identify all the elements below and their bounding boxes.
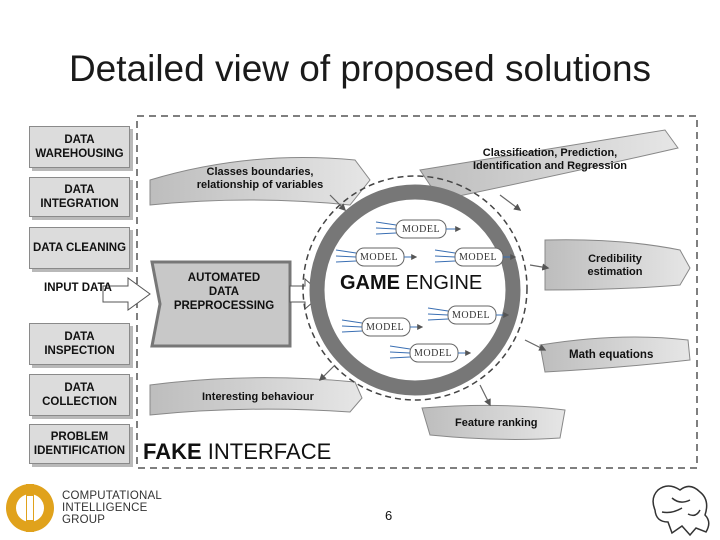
preprocessing-label: AUTOMATED DATA PREPROCESSING [173, 272, 275, 312]
step-data-collection: DATA COLLECTION [29, 374, 130, 416]
slide-title: Detailed view of proposed solutions [68, 48, 652, 89]
cig-logo-mark [6, 484, 54, 532]
output-credibility-label: Credibility estimation [587, 253, 643, 278]
model-chip-4: MODEL [452, 310, 491, 321]
output-interesting-label: Interesting behaviour [202, 391, 314, 403]
model-chip-6: MODEL [414, 348, 453, 359]
output-math-label: Math equations [569, 349, 654, 361]
band-math [539, 336, 691, 373]
engine-ring [309, 184, 521, 396]
model-chip-2: MODEL [360, 252, 399, 263]
band-classes [149, 157, 371, 206]
output-feature-label: Feature ranking [455, 417, 538, 429]
model-chip-1: MODEL [402, 224, 441, 235]
cig-logo-text: COMPUTATIONAL INTELLIGENCE GROUP [62, 490, 162, 526]
lion-emblem-icon [652, 485, 710, 537]
step-data-integration: DATA INTEGRATION [29, 177, 130, 217]
logo-line-1: COMPUTATIONAL [62, 490, 162, 502]
output-connectors [318, 194, 550, 407]
band-interesting [149, 377, 363, 416]
input-arrow [102, 277, 151, 311]
output-classification-label: Classification, Prediction, Identificati… [472, 147, 628, 172]
fake-interface-label: FAKE INTERFACE [143, 439, 331, 465]
fake-interface-bold: FAKE [143, 439, 202, 464]
engine-outer-dashed [302, 175, 528, 401]
band-classification [419, 129, 679, 201]
game-engine-label: GAME ENGINE [340, 272, 482, 295]
band-feature [421, 404, 566, 440]
page-number: 6 [385, 508, 393, 523]
model-chip-3: MODEL [459, 252, 498, 263]
step-problem-identification: PROBLEM IDENTIFICATION [29, 424, 130, 464]
step-input-data: INPUT DATA [44, 282, 112, 294]
step-data-warehousing: DATA WAREHOUSING [29, 126, 130, 168]
preprocessing-box [150, 260, 292, 348]
game-engine-rest: ENGINE [400, 272, 483, 294]
model-input-lines [335, 221, 517, 359]
band-credibility [544, 239, 691, 291]
step-data-inspection: DATA INSPECTION [29, 323, 130, 365]
logo-line-3: GROUP [62, 514, 106, 526]
model-chip-5: MODEL [366, 322, 405, 333]
game-engine-bold: GAME [340, 272, 400, 294]
logo-line-2: INTELLIGENCE [62, 502, 148, 514]
fake-interface-rest: INTERFACE [201, 439, 332, 464]
step-data-cleaning: DATA CLEANING [29, 227, 130, 269]
output-classes-label: Classes boundaries, relationship of vari… [196, 166, 324, 191]
